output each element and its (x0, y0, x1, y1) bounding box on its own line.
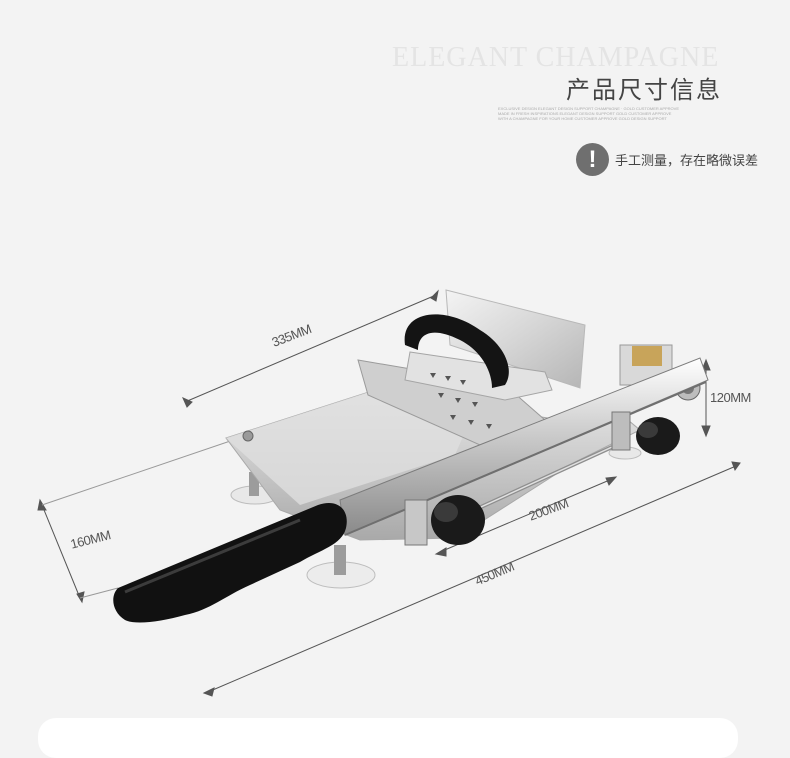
slicer-illustration (37, 289, 741, 697)
fineprint-line: EXCLUSIVE DESIGN ELEGANT DESIGN SUPPORT … (498, 106, 680, 111)
measurement-note: ! 手工测量，存在略微误差 (576, 143, 758, 176)
measurement-note-text: 手工测量，存在略微误差 (615, 153, 759, 168)
dimension-lines (37, 289, 741, 697)
next-section-card (38, 718, 738, 758)
fineprint-line: MADE IN FRESH INSPIRATIONS ELEGANT DESIG… (498, 111, 672, 116)
fineprint-text: EXCLUSIVE DESIGN ELEGANT DESIGN SUPPORT … (498, 106, 762, 121)
fineprint-line: WITH A CHAMPAGNE FOR YOUR HOME CUSTOMER … (498, 116, 667, 121)
page-title: 产品尺寸信息 (566, 77, 722, 104)
watermark-text: ELEGANT CHAMPAGNE (392, 42, 720, 73)
product-size-page: ELEGANT CHAMPAGNE 产品尺寸信息 EXCLUSIVE DESIG… (37, 42, 762, 758)
exclamation-icon: ! (576, 143, 609, 176)
dimension-label-right: 120MM (710, 390, 751, 405)
